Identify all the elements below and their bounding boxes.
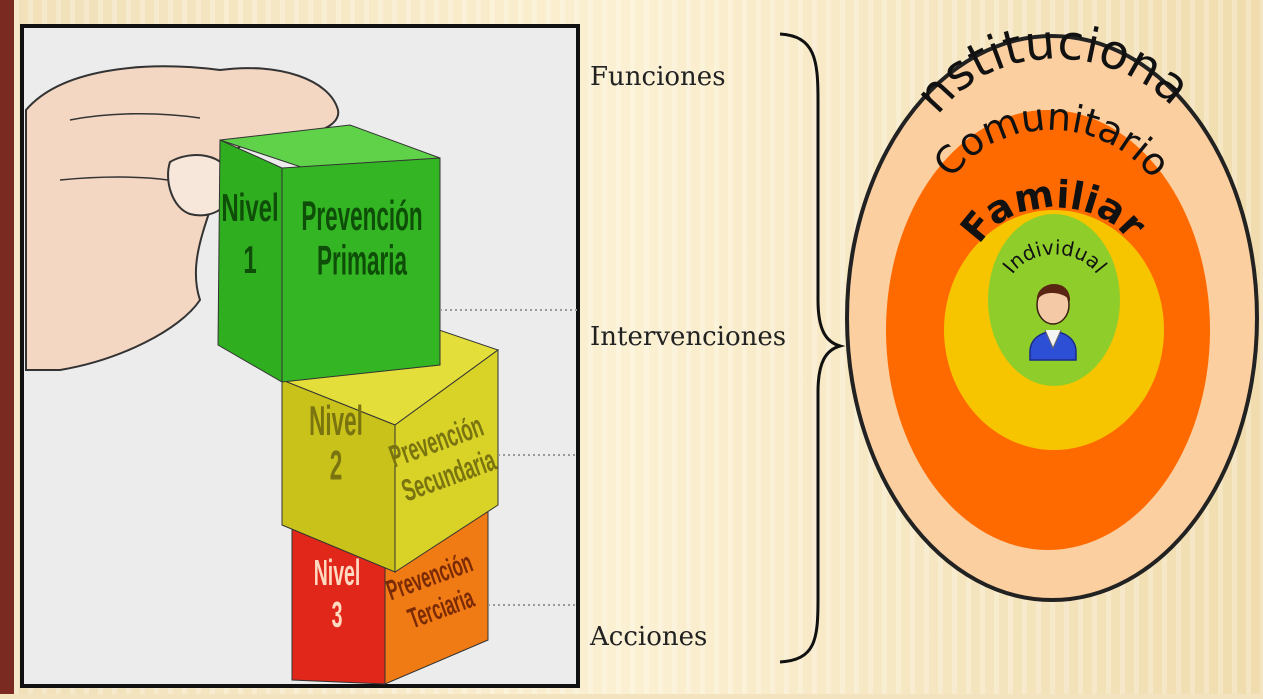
cube2-level-number: 2 xyxy=(330,443,343,489)
cube1-label-line2: Primaria xyxy=(317,238,407,284)
label-intervenciones: Intervenciones xyxy=(590,322,787,352)
cube2-level-word: Nivel xyxy=(309,399,363,445)
cube1-level-word: Nivel xyxy=(221,186,278,229)
left-edge-band xyxy=(0,0,14,694)
person-icon xyxy=(1029,283,1077,361)
cube1-level-number: 1 xyxy=(243,238,256,281)
cube-level-1 xyxy=(217,124,441,383)
label-funciones: Funciones xyxy=(590,62,726,92)
label-acciones: Acciones xyxy=(590,622,708,652)
cube3-level-word: Nivel xyxy=(314,554,361,594)
curly-brace xyxy=(779,32,846,664)
cube3-level-number: 3 xyxy=(332,596,343,636)
cube1-label-line1: Prevención xyxy=(301,194,422,240)
